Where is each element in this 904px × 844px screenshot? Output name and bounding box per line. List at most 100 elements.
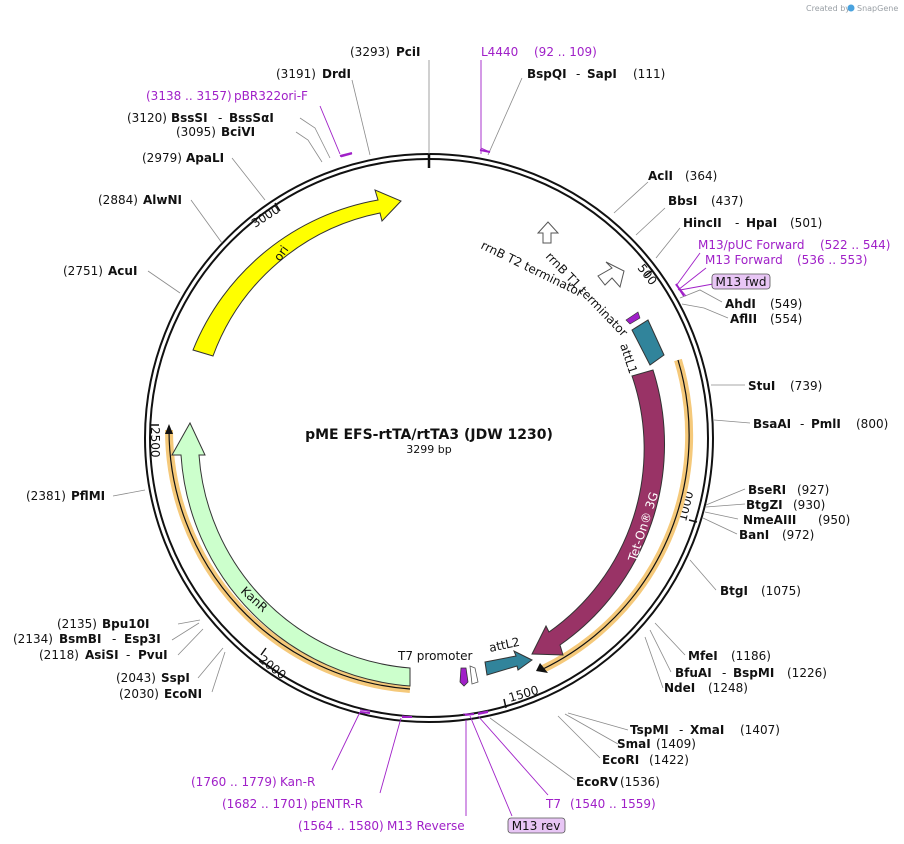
t7-promoter-arrow [459, 667, 469, 687]
primer-pbr322-name: pBR322ori-F [234, 89, 308, 103]
site-btgi-pos: (1075) [761, 584, 801, 598]
site-hincii-pos: (501) [790, 216, 822, 230]
site-bsssi-name2: BssSαI [229, 111, 274, 125]
site-pflmi-name: PflMI [71, 489, 105, 503]
primer-pentr-name: pENTR-R [311, 797, 363, 811]
site-acui-name: AcuI [108, 264, 137, 278]
site-econi-pos: (2030) [119, 687, 159, 701]
site-bsssi-pos: (3120) [127, 111, 167, 125]
primer-t7-range: (1540 .. 1559) [570, 797, 656, 811]
site-pflmi-pos: (2381) [26, 489, 66, 503]
site-bfuai-name2: BspMI [733, 666, 774, 680]
site-drdi-name: DrdI [322, 67, 351, 81]
site-tspmi-name2: XmaI [690, 723, 724, 737]
primer-m13-fwd-box: M13 fwd [711, 273, 771, 290]
site-asisi-name: AsiSI [85, 648, 119, 662]
site-bani-name: BanI [739, 528, 769, 542]
primer-l4440-name: L4440 [481, 45, 518, 59]
site-ecori-name: EcoRI [602, 753, 639, 767]
site-mfei-name: MfeI [688, 649, 718, 663]
site-bsaai-name2: PmlI [811, 417, 841, 431]
site-btgzi-name: BtgZI [746, 498, 783, 512]
site-bsmbi-name: BsmBI [59, 632, 101, 646]
t7-promoter-outline [469, 665, 479, 685]
site-ecorv-pos: (1536) [620, 775, 660, 789]
primer-pentr-range: (1682 .. 1701) [222, 797, 308, 811]
tick-2500: 2500 [148, 424, 162, 458]
site-econi-name: EcoNI [164, 687, 202, 701]
site-bsaai-name: BsaAI [753, 417, 791, 431]
site-ahdi-pos: (549) [770, 297, 802, 311]
site-bsmbi-sep: - [112, 632, 116, 646]
kanr-arrow [171, 421, 411, 687]
site-alwni-name: AlwNI [143, 193, 182, 207]
site-asisi-name2: PvuI [138, 648, 168, 662]
site-bsssi-sep: - [218, 111, 222, 125]
site-acli-name: AclI [648, 169, 673, 183]
site-pcii-pos: (3293) [350, 45, 390, 59]
tick-2000: 2000 [256, 647, 289, 682]
rrnb-t1-label: rrnB T1 terminator [543, 249, 631, 339]
site-nmeaiii-name: NmeAIII [743, 513, 796, 527]
site-bani-pos: (972) [782, 528, 814, 542]
site-drdi-pos: (3191) [276, 67, 316, 81]
credit-created-by: Created by [806, 4, 850, 13]
site-acui-pos: (2751) [63, 264, 103, 278]
site-apali-name: ApaLI [186, 151, 224, 165]
site-tspmi-pos: (1407) [740, 723, 780, 737]
site-bsssi-name: BssSI [171, 111, 208, 125]
tick-500: 500 [635, 261, 660, 288]
plasmid-name: pME EFS-rtTA/rtTA3 (JDW 1230) [305, 427, 553, 443]
site-ahdi-name: AhdI [725, 297, 756, 311]
primer-m13fwd-range: (536 .. 553) [797, 253, 867, 267]
site-bsaai-sep: - [800, 417, 804, 431]
primer-l4440-range: (92 .. 109) [534, 45, 597, 59]
attl1-arrow [631, 319, 665, 366]
site-apali-pos: (2979) [142, 151, 182, 165]
primer-m13rev-name: M13 Reverse [387, 819, 465, 833]
site-sspi-pos: (2043) [116, 671, 156, 685]
svg-text:M13 rev: M13 rev [512, 819, 561, 833]
site-tspmi-sep: - [679, 723, 683, 737]
kanr-orf-arrowhead [165, 424, 173, 434]
site-asisi-sep: - [126, 648, 130, 662]
site-bspqi-pos: (111) [633, 67, 665, 81]
primer-m13-rev-box: M13 rev [507, 817, 566, 834]
site-alwni-pos: (2884) [98, 193, 138, 207]
primer-m13puc-range: (522 .. 544) [820, 238, 890, 252]
site-bbsi-pos: (437) [711, 194, 743, 208]
tet-on-orf-line [542, 359, 690, 670]
primer-m13rev-range: (1564 .. 1580) [298, 819, 384, 833]
site-bsmbi-pos: (2134) [13, 632, 53, 646]
site-bfuai-name: BfuAI [675, 666, 712, 680]
site-ndei-pos: (1248) [708, 681, 748, 695]
site-bseri-name: BseRI [748, 483, 786, 497]
credit-brand: SnapGene [857, 4, 898, 13]
site-bcivi-name: BciVI [221, 125, 255, 139]
site-acli-pos: (364) [685, 169, 717, 183]
site-bsaai-pos: (800) [856, 417, 888, 431]
kanr-orf-highlight [165, 429, 411, 693]
site-sspi-name: SspI [161, 671, 190, 685]
site-ecorv-name: EcoRV [576, 775, 619, 789]
primer-m13puc-name: M13/pUC Forward [698, 238, 805, 252]
kanr-orf-line [168, 429, 411, 690]
site-smai-name: SmaI [617, 737, 651, 751]
primer-kanr-name: Kan-R [280, 775, 315, 789]
site-aflii-pos: (554) [770, 312, 802, 326]
site-tspmi-name: TspMI [630, 723, 669, 737]
ori-arrow [192, 189, 402, 357]
site-bspqi-name: BspQI [527, 67, 567, 81]
site-ecori-pos: (1422) [649, 753, 689, 767]
primer-marks [339, 149, 685, 718]
site-aflii-name: AflII [730, 312, 757, 326]
site-asisi-pos: (2118) [39, 648, 79, 662]
site-bspqi-name2: SapI [587, 67, 617, 81]
tet-on-orf-arrowhead [536, 663, 548, 673]
site-stui-pos: (739) [790, 379, 822, 393]
site-bseri-pos: (927) [797, 483, 829, 497]
site-nmeaiii-pos: (950) [818, 513, 850, 527]
site-hincii-name: HincII [683, 216, 722, 230]
plasmid-size: 3299 bp [406, 443, 451, 456]
site-btgzi-pos: (930) [793, 498, 825, 512]
